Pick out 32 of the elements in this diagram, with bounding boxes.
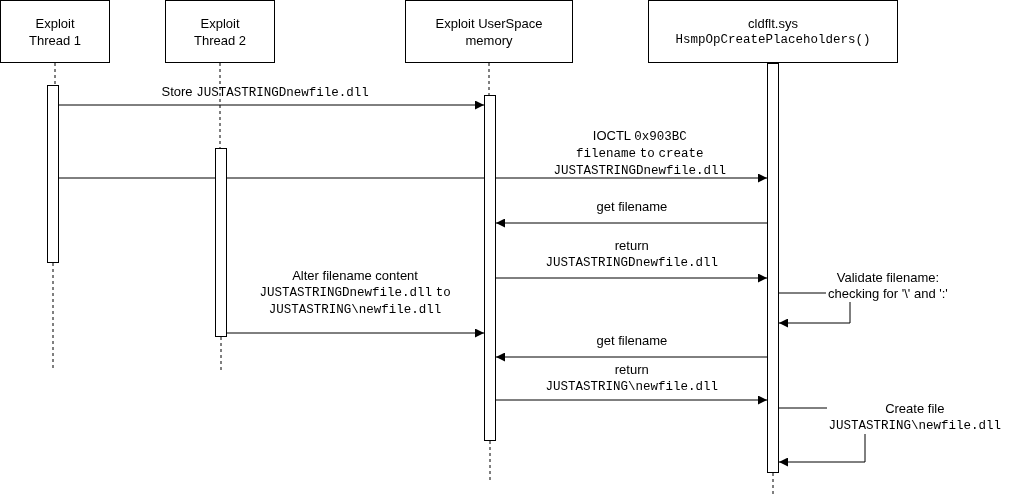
- message-arrow: [495, 352, 768, 362]
- lifeline: [488, 62, 490, 96]
- message-label: get filename: [596, 199, 668, 215]
- message-label: Store JUSTASTRINGDnewfile.dll: [161, 84, 369, 101]
- activation-bar: [47, 85, 59, 263]
- lifeline-header-box: [405, 0, 573, 63]
- message-arrow: [58, 173, 768, 183]
- lifeline: [54, 62, 56, 86]
- message-arrow: [495, 395, 768, 405]
- message-arrow: [495, 273, 768, 283]
- activation-bar: [215, 148, 227, 337]
- message-arrow: [495, 218, 768, 228]
- lifeline-title: Exploit Thread 2: [192, 14, 247, 49]
- lifeline: [219, 62, 221, 149]
- message-label: IOCTL 0x903BC filename to create JUSTASTRINGDnewfile.dll: [553, 128, 727, 179]
- message-arrow: [226, 328, 485, 338]
- lifeline-header-box: [0, 0, 110, 63]
- function-name: HsmpOpCreatePlaceholders(): [675, 31, 871, 49]
- message-label: return JUSTASTRING\newfile.dll: [545, 362, 719, 395]
- message-label: Create file JUSTASTRING\newfile.dll: [826, 401, 1004, 434]
- message-arrow: [58, 100, 485, 110]
- activation-bar: [767, 63, 779, 473]
- lifeline-header-box: [648, 0, 898, 63]
- lifeline-title: Exploit UserSpace memory: [434, 14, 544, 49]
- lifeline-title: Exploit Thread 1: [27, 14, 82, 49]
- message-label: Validate filename: checking for '\' and ':': [826, 270, 950, 302]
- message-label: Alter filename content JUSTASTRINGDnewfile.dll to JUSTASTRING\newfile.dll: [259, 268, 451, 318]
- lifeline-title: cldflt.sys: [748, 14, 798, 32]
- message-label: return JUSTASTRINGDnewfile.dll: [545, 238, 719, 271]
- message-label: get filename: [596, 333, 668, 349]
- activation-bar: [484, 95, 496, 441]
- lifeline-header-box: [165, 0, 275, 63]
